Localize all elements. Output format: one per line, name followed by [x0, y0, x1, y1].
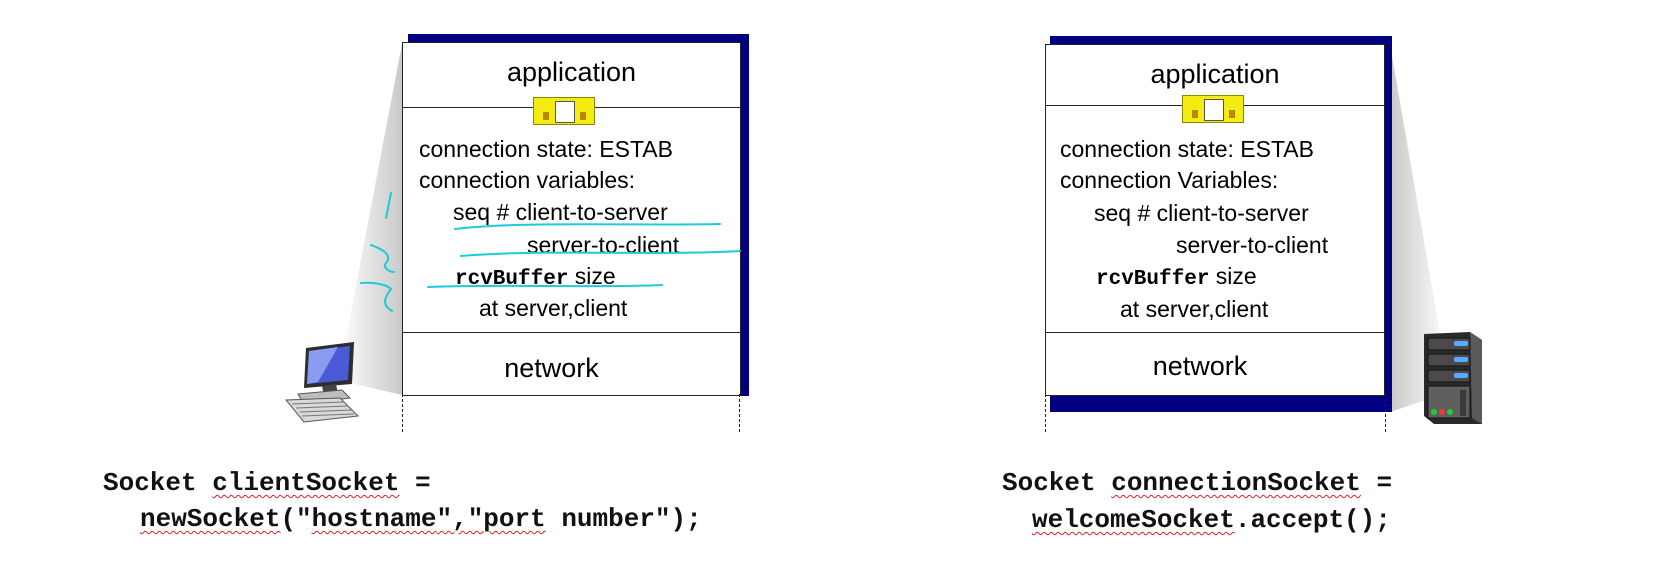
server-connection-variables: connection Variables:: [1060, 167, 1279, 193]
server-rcvbuffer-var: rcvBuffer: [1096, 268, 1210, 291]
client-stack-dash-left: [402, 394, 403, 432]
server-code-connectionsocket: connectionSocket: [1111, 468, 1361, 498]
server-code-assign: =: [1360, 468, 1393, 498]
client-rcvbuffer-suffix: size: [568, 263, 616, 289]
server-stack-dash-right: [1385, 394, 1386, 432]
server-stack-dash-left: [1045, 394, 1046, 432]
client-network-divider: [403, 332, 740, 333]
server-rcvbuffer-size: rcvBuffer size: [1096, 263, 1257, 291]
client-code-assign: =: [399, 468, 431, 498]
client-application-label: application: [506, 57, 637, 87]
desktop-computer-icon: [284, 342, 360, 423]
client-code-newsocket: newSocket: [140, 504, 281, 534]
server-seq-server-to-client: server-to-client: [1176, 232, 1329, 258]
client-code-line-2: newSocket("hostname","port number");: [140, 504, 702, 534]
server-code-welcomesocket: welcomeSocket: [1032, 505, 1235, 535]
server-application-label: application: [1150, 59, 1280, 89]
client-code-paren-open: (": [280, 504, 312, 534]
client-network-label: network: [504, 353, 599, 383]
client-code-port-end: number");: [545, 504, 702, 534]
server-network-label: network: [1152, 351, 1248, 381]
server-seq-client-to-server: seq # client-to-server: [1094, 200, 1309, 226]
server-protocol-stack: application connection state: ESTAB conn…: [1045, 44, 1385, 396]
client-code-socket-keyword: Socket: [103, 468, 213, 498]
client-connection-state: connection state: ESTAB: [419, 136, 673, 162]
server-code-socket-keyword: Socket: [1002, 468, 1112, 498]
client-code-line-1: Socket clientSocket =: [103, 468, 431, 498]
client-code-comma: ",": [436, 504, 484, 534]
client-code-port: port: [483, 504, 546, 534]
server-tower-icon: [1424, 332, 1482, 424]
client-seq-client-to-server: seq # client-to-server: [453, 199, 668, 225]
client-at-server-client: at server,client: [479, 295, 628, 321]
server-at-server-client: at server,client: [1120, 296, 1269, 322]
client-code-clientsocket: clientSocket: [212, 468, 400, 498]
server-code-line-2: welcomeSocket.accept();: [1032, 505, 1391, 535]
client-protocol-stack: application connection state: ESTAB conn…: [402, 42, 741, 396]
server-rcvbuffer-suffix: size: [1209, 263, 1257, 289]
client-connection-variables: connection variables:: [419, 167, 636, 193]
server-connection-state: connection state: ESTAB: [1060, 136, 1314, 162]
server-code-line-1: Socket connectionSocket =: [1002, 468, 1392, 498]
server-code-accept: .accept();: [1234, 505, 1391, 535]
client-stack-dash-right: [739, 394, 740, 432]
server-network-divider: [1046, 332, 1384, 333]
client-socket-buffer-icon: [533, 97, 595, 125]
client-code-hostname: hostname: [311, 504, 437, 534]
server-socket-buffer-icon: [1182, 95, 1244, 123]
